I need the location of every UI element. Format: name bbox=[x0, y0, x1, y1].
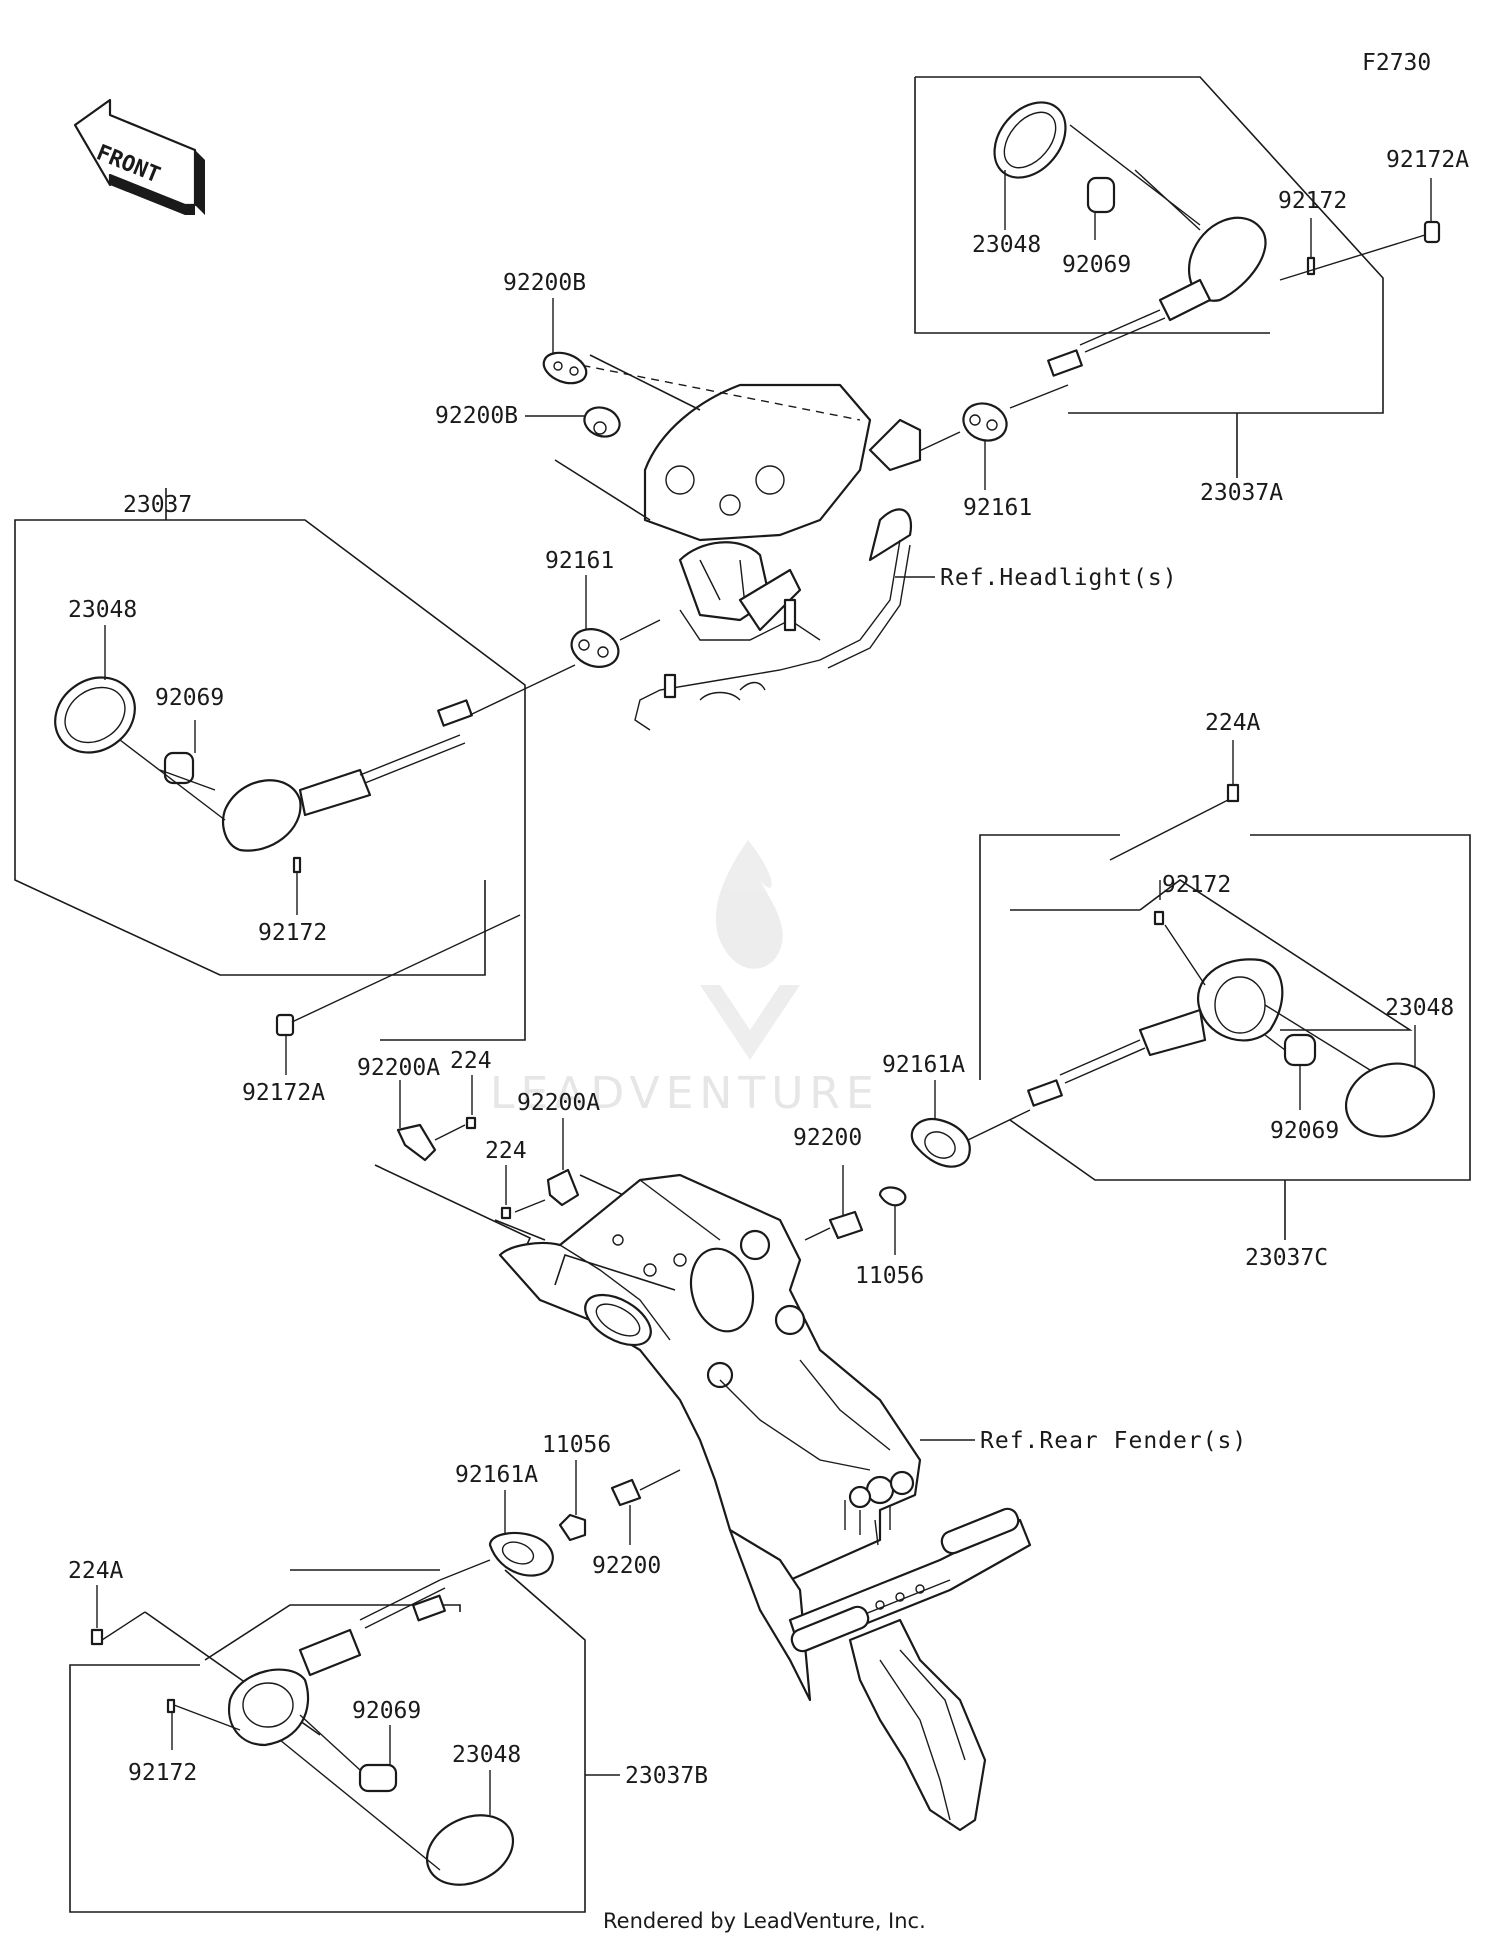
turn-signal-rear-left-group bbox=[69, 1460, 681, 1913]
part-label-92200B-upper: 92200B bbox=[503, 270, 586, 296]
grommet-92161-left bbox=[570, 575, 661, 668]
part-label-23048: 23048 bbox=[972, 232, 1041, 258]
part-label-92069-rear-left: 92069 bbox=[352, 1698, 421, 1724]
part-label-23048-rear-left: 23048 bbox=[452, 1742, 521, 1768]
part-label-92200-upper: 92200 bbox=[793, 1125, 862, 1151]
ref-headlight: Ref.Headlight(s) bbox=[940, 565, 1178, 591]
part-label-92069-front-left: 92069 bbox=[155, 685, 224, 711]
ref-rear-fender: Ref.Rear Fender(s) bbox=[980, 1428, 1247, 1454]
turn-signal-front-right-group bbox=[914, 76, 1441, 478]
part-label-92200A-left: 92200A bbox=[357, 1055, 440, 1081]
watermark-text: LEADVENTURE bbox=[490, 1068, 880, 1119]
part-label-92172: 92172 bbox=[1278, 188, 1347, 214]
part-label-92161-left: 92161 bbox=[545, 548, 614, 574]
part-label-92161A-rear-right: 92161A bbox=[882, 1052, 965, 1078]
part-label-92172-rear-right: 92172 bbox=[1162, 872, 1231, 898]
part-label-92069-rear-right: 92069 bbox=[1270, 1118, 1339, 1144]
part-label-23048-front-left: 23048 bbox=[68, 597, 137, 623]
part-label-92172A: 92172A bbox=[1386, 147, 1469, 173]
turn-signal-front-left-group bbox=[14, 488, 576, 1075]
headlight-bracket bbox=[634, 383, 922, 731]
washer-92200B-lower bbox=[525, 406, 621, 438]
credit-text: Rendered by LeadVenture, Inc. bbox=[603, 1909, 926, 1933]
part-label-92161-right: 92161 bbox=[963, 495, 1032, 521]
part-label-23037A: 23037A bbox=[1200, 480, 1283, 506]
part-label-11056-upper: 11056 bbox=[855, 1263, 924, 1289]
part-label-92172-rear-left: 92172 bbox=[128, 1760, 197, 1786]
diagram-code: F2730 bbox=[1362, 50, 1431, 76]
grommet-92161-right bbox=[899, 384, 1069, 490]
part-label-23037C: 23037C bbox=[1245, 1245, 1328, 1271]
part-label-23037: 23037 bbox=[123, 492, 192, 518]
rear-fender-bracket bbox=[498, 1173, 1032, 1832]
part-label-23037B: 23037B bbox=[625, 1763, 708, 1789]
rear-small-parts bbox=[374, 1075, 907, 1261]
part-label-92161A-rear-left: 92161A bbox=[455, 1462, 538, 1488]
part-label-224-lower: 224 bbox=[485, 1138, 527, 1164]
part-label-11056-lower: 11056 bbox=[542, 1432, 611, 1458]
part-label-224A-rear-left: 224A bbox=[68, 1558, 124, 1584]
front-arrow-icon: FRONT bbox=[73, 98, 205, 215]
part-label-224A-rear-right: 224A bbox=[1205, 710, 1261, 736]
part-label-92069: 92069 bbox=[1062, 252, 1131, 278]
part-label-92200-lower: 92200 bbox=[592, 1553, 661, 1579]
part-label-92172-front-left: 92172 bbox=[258, 920, 327, 946]
part-label-224-upper: 224 bbox=[450, 1048, 492, 1074]
washer-92200B-upper bbox=[542, 298, 588, 385]
turn-signal-rear-right-group bbox=[910, 740, 1471, 1240]
part-label-23048-rear-right: 23048 bbox=[1385, 995, 1454, 1021]
watermark-logo-icon bbox=[700, 840, 800, 1060]
part-label-92200B-lower: 92200B bbox=[435, 403, 518, 429]
part-label-92172A-front-left: 92172A bbox=[242, 1080, 325, 1106]
part-label-92200A-right: 92200A bbox=[517, 1090, 600, 1116]
